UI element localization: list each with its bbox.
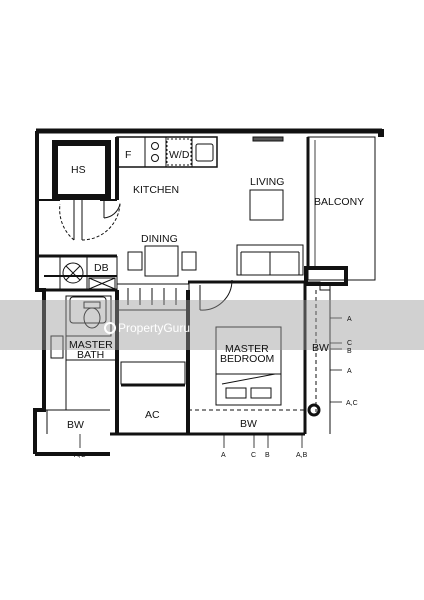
bay-windows bbox=[44, 281, 331, 435]
label-master-bedroom-2: BEDROOM bbox=[220, 353, 274, 365]
label-db: DB bbox=[94, 262, 109, 274]
door-swings-hs bbox=[59, 200, 121, 241]
ac-ledge bbox=[115, 345, 190, 434]
label-bw-bottom: BW bbox=[240, 418, 257, 430]
watermark: PropertyGuru bbox=[104, 321, 190, 335]
label-kitchen: KITCHEN bbox=[133, 184, 179, 196]
marker-bottom-ac-left: A,C bbox=[74, 452, 86, 459]
dining-table bbox=[127, 245, 197, 277]
watermark-band bbox=[0, 300, 424, 350]
label-master-bath-2: BATH bbox=[77, 349, 104, 361]
marker-bottom-a: A bbox=[221, 452, 226, 459]
label-balcony: BALCONY bbox=[314, 196, 364, 208]
master-bath-fixtures bbox=[50, 295, 117, 410]
label-dining: DINING bbox=[141, 233, 178, 245]
label-fridge: F bbox=[125, 149, 131, 161]
living-furniture bbox=[236, 136, 304, 276]
marker-right-a-top: A bbox=[347, 316, 352, 323]
wardrobe bbox=[115, 279, 233, 345]
master-bedroom-furniture bbox=[188, 280, 305, 406]
label-hs: HS bbox=[71, 164, 86, 176]
label-master-bath-1: MASTER bbox=[69, 339, 113, 351]
marker-right-b: B bbox=[347, 348, 352, 355]
label-bw-left: BW bbox=[67, 419, 84, 431]
marker-bottom-c: C bbox=[251, 452, 256, 459]
watermark-logo-icon bbox=[104, 322, 116, 334]
balcony-outline bbox=[304, 136, 376, 286]
marker-right-a-mid: A bbox=[347, 368, 352, 375]
kitchen-counter bbox=[116, 136, 218, 168]
watermark-text: PropertyGuru bbox=[118, 321, 190, 335]
label-living: LIVING bbox=[250, 176, 284, 188]
label-master-bedroom-1: MASTER bbox=[225, 343, 269, 355]
marker-right-ac: A,C bbox=[346, 400, 358, 407]
label-ac: AC bbox=[145, 409, 160, 421]
marker-right-c: C bbox=[347, 340, 352, 347]
marker-bottom-ab: A,B bbox=[296, 452, 308, 459]
label-washer-dryer: W/D bbox=[169, 149, 190, 161]
marker-bottom-b: B bbox=[265, 452, 270, 459]
db-area bbox=[37, 254, 118, 292]
label-bw-right: BW bbox=[312, 342, 329, 354]
marker-ticks bbox=[79, 317, 342, 448]
